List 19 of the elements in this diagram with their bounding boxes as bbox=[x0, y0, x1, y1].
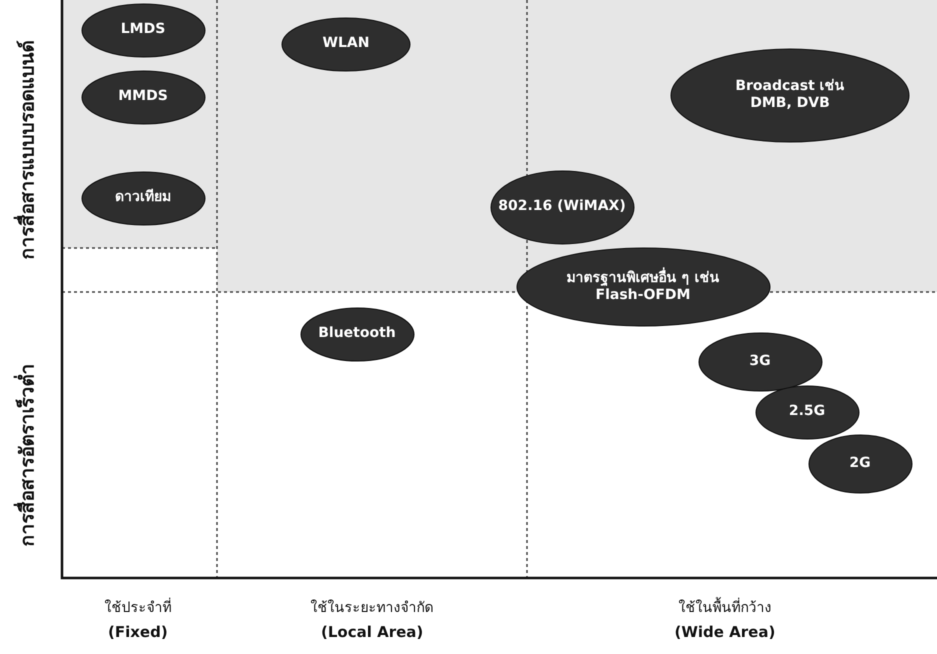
category-label: (Fixed) bbox=[108, 623, 168, 641]
category-label: (Local Area) bbox=[321, 623, 424, 641]
ellipse-node: WLAN bbox=[281, 16, 411, 72]
ellipse-node: มาตรฐานพิเศษอื่น ๆ เช่น Flash-OFDM bbox=[516, 247, 770, 327]
ellipse-node: 802.16 (WiMAX) bbox=[490, 170, 634, 244]
ellipse-node: MMDS bbox=[80, 70, 206, 124]
ellipse-node: ดาวเทียม bbox=[80, 170, 206, 226]
category-label: ใช้ในพื้นที่กว้าง bbox=[678, 596, 772, 618]
axis-label: การสื่อสารแบบบรอดแบนด์ bbox=[11, 40, 41, 260]
ellipse-node: Bluetooth bbox=[300, 306, 414, 362]
category-label: (Wide Area) bbox=[674, 623, 776, 641]
ellipse-node: LMDS bbox=[80, 2, 206, 58]
ellipse-node: 3G bbox=[698, 332, 822, 392]
ellipse-node: 2G bbox=[808, 434, 912, 494]
category-label: ใช้ประจำที่ bbox=[104, 596, 172, 618]
category-label: ใช้ในระยะทางจำกัด bbox=[310, 598, 434, 618]
axis-label: การสื่อสารอัตราเร็วต่ำ bbox=[11, 364, 41, 546]
ellipse-node: 2.5G bbox=[754, 384, 860, 440]
ellipse-node: Broadcast เช่น DMB, DVB bbox=[670, 48, 910, 142]
